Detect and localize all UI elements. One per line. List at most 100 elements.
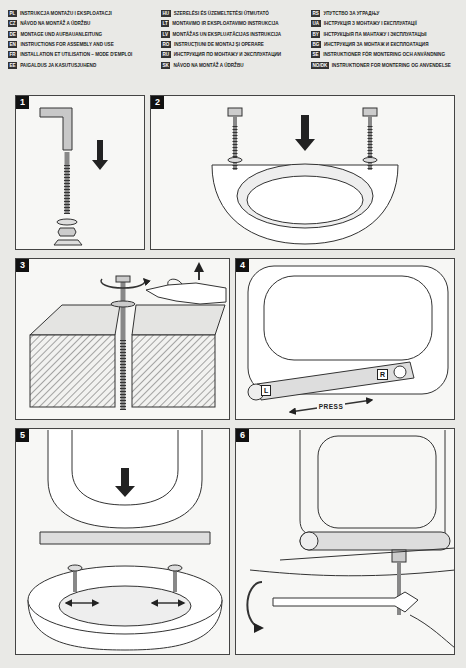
toilet-bowl (212, 108, 398, 244)
language-code: PL (8, 10, 17, 17)
hinge-bolt (65, 152, 70, 214)
ceramic-section (30, 335, 115, 407)
seat-and-bowl (40, 532, 210, 544)
language-heading: PAIGALDUS JA KASUTUSJUHEND (20, 62, 96, 69)
wrench-step (300, 430, 315, 535)
ceramic-section (198, 264, 200, 280)
language-heading: ИНСТРУКЦИЯ ЗА МОНТАЖ И ЕКСПЛОАТАЦИЯ (324, 41, 429, 48)
panel-ground (15, 95, 145, 250)
wrench-step (250, 570, 455, 576)
language-heading: INSTALLATION ET UTILISATION – MODE D'EMP… (20, 51, 132, 58)
panel-ground (15, 428, 230, 655)
toilet-bowl (247, 176, 363, 224)
ceramic-section (146, 283, 226, 304)
hinge-bolt (58, 228, 76, 236)
language-code: RU (161, 51, 171, 58)
wrench-step (445, 430, 446, 535)
seat-underside (394, 366, 406, 378)
side-marker: R (377, 369, 388, 380)
language-code: BG (311, 41, 321, 48)
step-number: 5 (16, 429, 29, 442)
language-heading: INSTRUKCJA MONTAŻU I EKSPLOATACJI (20, 10, 112, 17)
step-number: 1 (16, 96, 29, 109)
ceramic-section (168, 279, 182, 285)
press-label: PRESS (317, 403, 346, 410)
language-heading: INSTRUKTIONER FÖR MONTERING OCH ANVÄNDNI… (323, 51, 445, 58)
toilet-bowl (233, 126, 238, 170)
seat-and-bowl (28, 566, 222, 634)
toilet-bowl (212, 165, 398, 244)
wrench-step (247, 582, 262, 628)
language-code: RS (311, 10, 320, 17)
seat-and-bowl (28, 430, 222, 650)
seat-and-bowl (173, 568, 177, 592)
step-number: 4 (236, 259, 249, 272)
step-number: 3 (16, 259, 29, 272)
language-heading: ИНСТРУКЦИЯ ПО МОНТАЖУ И ЭКСПЛУАТАЦИИ (174, 51, 281, 58)
seat-and-bowl (152, 602, 184, 604)
language-code: BY (311, 31, 320, 38)
language-code: SK (161, 62, 170, 69)
hinge-bolt (64, 165, 70, 214)
step-panel: 5 (15, 428, 230, 655)
language-code: EE (8, 62, 17, 69)
hinge-bolt (57, 219, 77, 225)
toilet-bowl (295, 115, 315, 151)
ceramic-section (111, 301, 135, 307)
language-code: HU (161, 10, 171, 17)
seat-underside (264, 276, 432, 360)
language-code: LT (161, 20, 169, 27)
language-heading: MONTĀŽAS UN EKSPLUATĀCIJAS INSTRUKCIJA (173, 31, 282, 38)
hinge-bolt (54, 240, 82, 245)
seat-and-bowl (168, 565, 182, 571)
hinge-bolt (92, 140, 108, 170)
language-code: DE (8, 31, 17, 38)
panel-ground (15, 95, 455, 655)
ceramic-section (132, 335, 215, 407)
language-code: UA (311, 20, 321, 27)
language-code: SE (311, 51, 320, 58)
language-code: LV (161, 31, 170, 38)
seat-and-bowl (68, 565, 82, 571)
seat-and-bowl (48, 430, 202, 528)
wrench-step (300, 532, 318, 550)
side-letter: L (264, 387, 268, 394)
language-code: FR (8, 51, 17, 58)
step-panel: 4L R (235, 258, 455, 420)
ceramic-section (101, 279, 145, 288)
ceramic-section (132, 305, 225, 335)
step-number: 6 (236, 429, 249, 442)
seat-underside (257, 362, 414, 400)
side-marker: L (261, 385, 271, 396)
seat-and-bowl (72, 430, 178, 505)
language-code: EN (8, 41, 17, 48)
wrench-step (273, 592, 418, 612)
step-number: 2 (151, 96, 164, 109)
language-code: RO (161, 41, 171, 48)
seat-and-bowl (66, 602, 98, 604)
language-heading: ІНСТРУКЦЫЯ ПА МАНТАЖУ І ЭКСПЛУАТАЦЫІ (323, 31, 426, 38)
ceramic-section (30, 264, 226, 410)
seat-underside (248, 266, 448, 412)
wrench-step (410, 615, 455, 648)
seat-and-bowl (73, 568, 77, 592)
language-heading: INSTRUCŢIUNI DE MONTAJ ŞI OPERARE (174, 41, 264, 48)
toilet-bowl (237, 164, 373, 228)
panel-ground (150, 95, 455, 250)
ceramic-section (120, 340, 126, 410)
language-heading: УПУТСТВО ЗА УГРАДЊУ (323, 10, 379, 17)
language-heading: MONTAGE UND AUFBAUANLEITUNG (20, 31, 102, 38)
seat-underside (290, 400, 372, 412)
toilet-bowl (363, 158, 377, 163)
wrench-step (247, 430, 455, 648)
step-panel: 1 (15, 95, 145, 250)
step-panel: 3 (15, 258, 230, 420)
panel-ground (235, 258, 455, 420)
language-code: NO/DK (311, 62, 329, 69)
step-panel: 6 (235, 428, 455, 655)
hinge-bolt (40, 108, 72, 150)
language-heading: NÁVOD NA MONTÁŽ A ÚDRŽBU (173, 62, 243, 69)
ceramic-section (116, 276, 130, 282)
